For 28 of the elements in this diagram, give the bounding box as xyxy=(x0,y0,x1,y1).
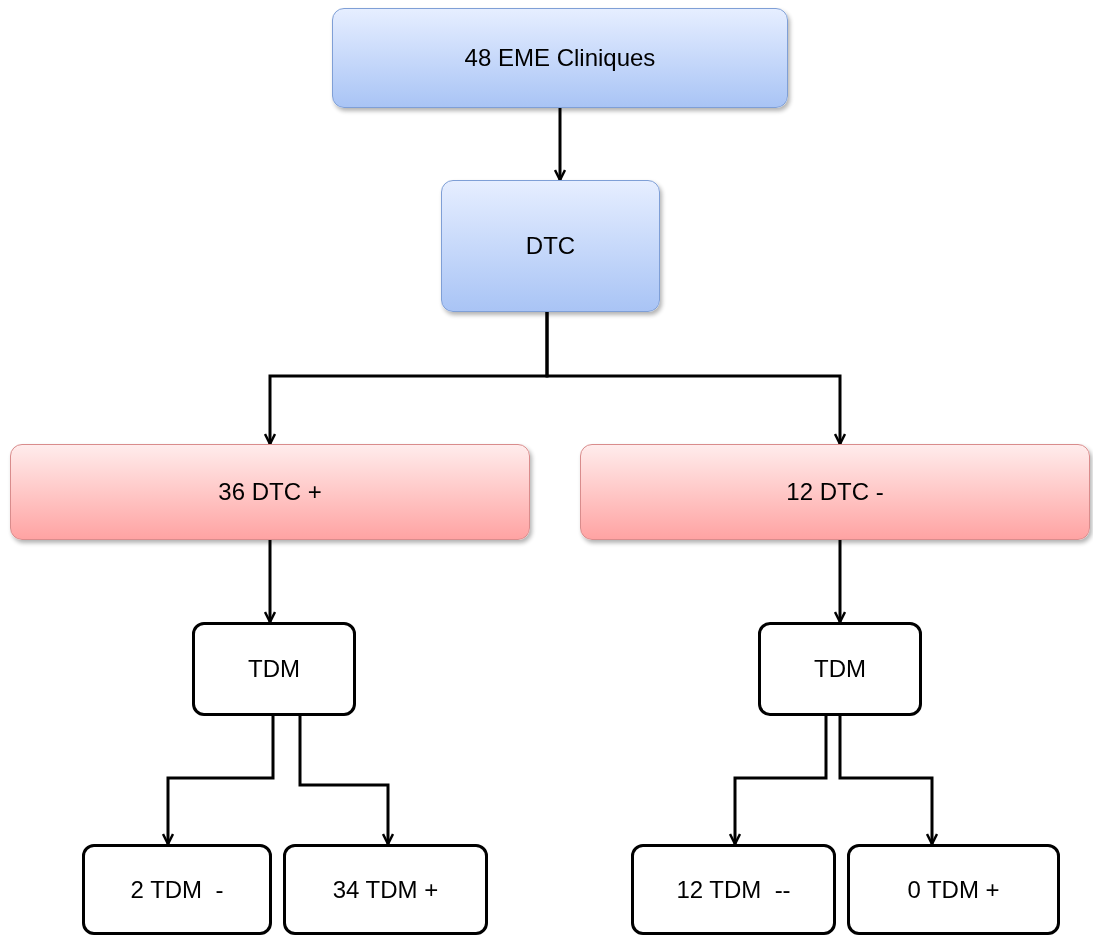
arrow xyxy=(728,716,828,846)
arrow xyxy=(161,716,275,846)
box-label: TDM xyxy=(248,654,300,684)
test-box xyxy=(758,622,922,716)
box-label: 0 TDM + xyxy=(907,874,1000,905)
box-label: 48 EME Cliniques xyxy=(464,43,656,73)
process-box xyxy=(332,8,788,108)
result-box xyxy=(580,444,1090,540)
box-label: 12 TDM -- xyxy=(676,874,791,905)
box-label: DTC xyxy=(525,231,576,261)
box-label: 2 TDM - xyxy=(130,874,224,905)
arrow xyxy=(545,312,847,446)
arrow xyxy=(838,716,939,846)
box-label: 34 TDM + xyxy=(332,874,439,905)
test-box xyxy=(82,844,272,935)
box-label: 12 DTC - xyxy=(786,477,884,507)
test-box xyxy=(283,844,488,935)
box-label: 36 DTC + xyxy=(218,477,322,507)
arrow xyxy=(263,540,277,624)
arrow xyxy=(298,716,395,846)
result-box xyxy=(10,444,530,540)
test-box xyxy=(631,844,836,935)
test-box xyxy=(192,622,356,716)
arrow xyxy=(833,540,847,624)
test-box xyxy=(847,844,1060,935)
process-box xyxy=(441,180,660,312)
arrow xyxy=(553,108,567,182)
box-label: TDM xyxy=(814,654,866,684)
